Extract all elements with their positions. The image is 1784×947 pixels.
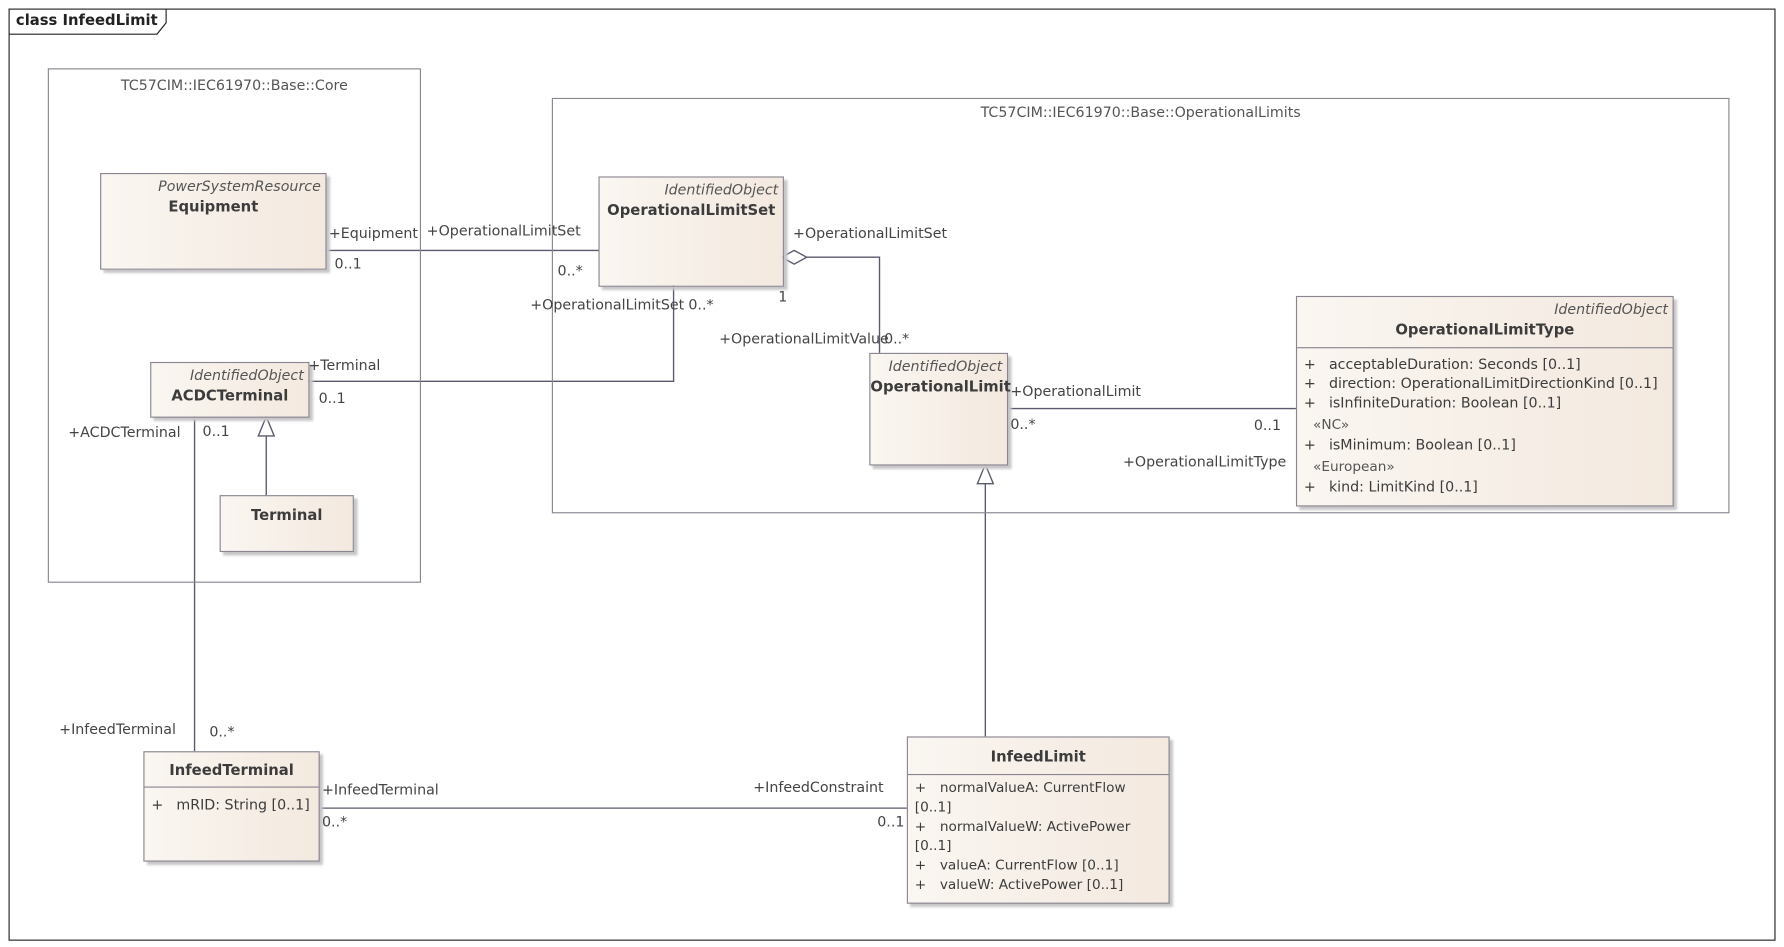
attribute[interactable]: + kind: LimitKind [0..1] [1304, 477, 1666, 496]
attribute[interactable]: + mRID: String [0..1] [151, 794, 311, 813]
role-label: +OperationalLimitSet [426, 221, 581, 240]
aggregation-ols-ol[interactable] [806, 256, 881, 353]
attribute[interactable]: + direction: OperationalLimitDirectionKin… [1304, 373, 1666, 392]
stereotype-section: «NC» [1313, 416, 1350, 433]
role-label: +ACDCTerminal [68, 423, 181, 441]
role-label: +InfeedTerminal [321, 780, 439, 798]
attribute[interactable]: + isMinimum: Boolean [0..1] [1304, 435, 1666, 454]
stereotype: IdentifiedObject [664, 180, 779, 199]
class-operationallimittype[interactable]: IdentifiedObject OperationalLimitType + a… [1295, 295, 1674, 507]
package-title: TC57CIM::IEC61970::Base::OperationalLimi… [980, 103, 1301, 121]
attribute-text: direction: OperationalLimitDirectionKind… [1328, 374, 1658, 392]
attribute-text: acceptableDuration: Seconds [0..1] [1328, 355, 1581, 373]
aggregation-diamond-icon [780, 249, 809, 265]
class-name: OperationalLimitType [1395, 322, 1575, 340]
visibility: + [1303, 355, 1316, 373]
frame-tab [9, 9, 167, 35]
attribute-text: mRID: String [0..1] [176, 795, 310, 813]
frame-title: class InfeedLimit [15, 12, 158, 30]
visibility: + [1303, 478, 1316, 496]
assoc-terminal-ols[interactable] [307, 284, 675, 382]
attribute[interactable]: + isInfiniteDuration: Boolean [0..1] [1304, 393, 1666, 412]
attribute-text: kind: LimitKind [0..1] [1328, 478, 1478, 496]
attribute-text: valueA: CurrentFlow [0..1] [939, 857, 1119, 873]
stereotype: PowerSystemResource [158, 177, 321, 195]
visibility: + [1303, 435, 1316, 454]
stereotype: IdentifiedObject [189, 366, 304, 384]
class-equipment[interactable]: PowerSystemResource Equipment [100, 173, 327, 270]
class-name: InfeedTerminal [169, 762, 294, 780]
role-label: +Terminal [308, 356, 381, 374]
multiplicity-label: 0..* [688, 295, 714, 314]
multiplicity-label: 0..* [884, 330, 910, 348]
attribute-list: +normalValueA: CurrentFlow [0..1] +norma… [908, 775, 1169, 899]
package-title: TC57CIM::IEC61970::Base::Core [120, 76, 348, 94]
class-name: ACDCTerminal [171, 388, 289, 406]
diagram-frame [8, 8, 1776, 941]
stereotype: IdentifiedObject [1554, 300, 1669, 318]
role-label: +OperationalLimitSet [530, 295, 685, 314]
multiplicity-label: 0..1 [877, 812, 905, 830]
attribute[interactable]: + valueW: ActivePower [0..1] [915, 875, 1162, 894]
multiplicity-label: 0..* [209, 722, 235, 740]
generalization-arrow-icon [976, 462, 995, 485]
visibility: + [1303, 393, 1316, 411]
multiplicity-label: 0..* [321, 812, 348, 830]
visibility: + [914, 876, 927, 893]
attribute-text: isInfiniteDuration: Boolean [0..1] [1328, 393, 1562, 411]
stereotype-section: «European» [1313, 458, 1395, 475]
attribute-text: isMinimum: Boolean [0..1] [1328, 435, 1516, 454]
multiplicity-label: 0..1 [318, 389, 346, 407]
package-core[interactable]: TC57CIM::IEC61970::Base::Core [47, 68, 421, 583]
package-operational-limits[interactable]: TC57CIM::IEC61970::Base::OperationalLimi… [551, 97, 1730, 514]
stereotype: IdentifiedObject [888, 357, 1003, 375]
multiplicity-label: 1 [778, 287, 788, 306]
role-label: +OperationalLimit [1010, 382, 1141, 400]
multiplicity-label: 0..1 [202, 422, 230, 440]
attribute-list: + acceptableDuration: Seconds [0..1] + dir… [1297, 348, 1672, 501]
multiplicity-label: 0..* [557, 261, 583, 279]
class-name: InfeedLimit [990, 748, 1086, 767]
role-label: +OperationalLimitType [1123, 453, 1287, 471]
role-label: +Equipment [328, 224, 418, 242]
attribute[interactable]: +normalValueW: ActivePower [0..1] [915, 817, 1162, 856]
role-label: +InfeedConstraint [753, 778, 884, 796]
class-infeedlimit[interactable]: InfeedLimit +normalValueA: CurrentFlow [… [906, 736, 1170, 904]
multiplicity-label: 0..* [1010, 415, 1036, 433]
class-acdcterminal[interactable]: IdentifiedObject ACDCTerminal [150, 361, 310, 418]
multiplicity-label: 0..1 [1253, 416, 1282, 434]
generalization-arrow-icon [257, 414, 276, 437]
visibility: + [914, 779, 927, 796]
visibility: + [914, 818, 927, 835]
attribute-text: normalValueA: CurrentFlow [0..1] [914, 779, 1126, 815]
attribute-text: normalValueW: ActivePower [0..1] [914, 818, 1131, 854]
class-name: Terminal [250, 507, 323, 525]
class-operationallimit[interactable]: IdentifiedObject OperationalLimit [869, 352, 1011, 466]
attribute[interactable]: + acceptableDuration: Seconds [0..1] [1304, 354, 1666, 373]
class-name: OperationalLimitSet [607, 202, 776, 220]
class-infeedterminal[interactable]: InfeedTerminal + mRID: String [0..1] [143, 751, 320, 862]
class-name: Equipment [168, 199, 259, 217]
multiplicity-label: 0..1 [334, 254, 362, 273]
attribute[interactable]: +normalValueA: CurrentFlow [0..1] [915, 779, 1162, 818]
role-label: +InfeedTerminal [59, 720, 176, 738]
role-label: +OperationalLimitSet [793, 224, 948, 242]
class-operationallimitset[interactable]: IdentifiedObject OperationalLimitSet [598, 176, 784, 287]
visibility: + [151, 795, 164, 813]
class-terminal[interactable]: Terminal [219, 495, 354, 553]
attribute-list: + mRID: String [0..1] [145, 788, 319, 819]
visibility: + [1303, 374, 1316, 392]
class-name: OperationalLimit [870, 379, 1011, 397]
attribute-text: valueW: ActivePower [0..1] [939, 876, 1124, 893]
attribute[interactable]: + valueA: CurrentFlow [0..1] [915, 856, 1162, 875]
visibility: + [914, 857, 927, 873]
role-label: +OperationalLimitValue [719, 330, 889, 348]
